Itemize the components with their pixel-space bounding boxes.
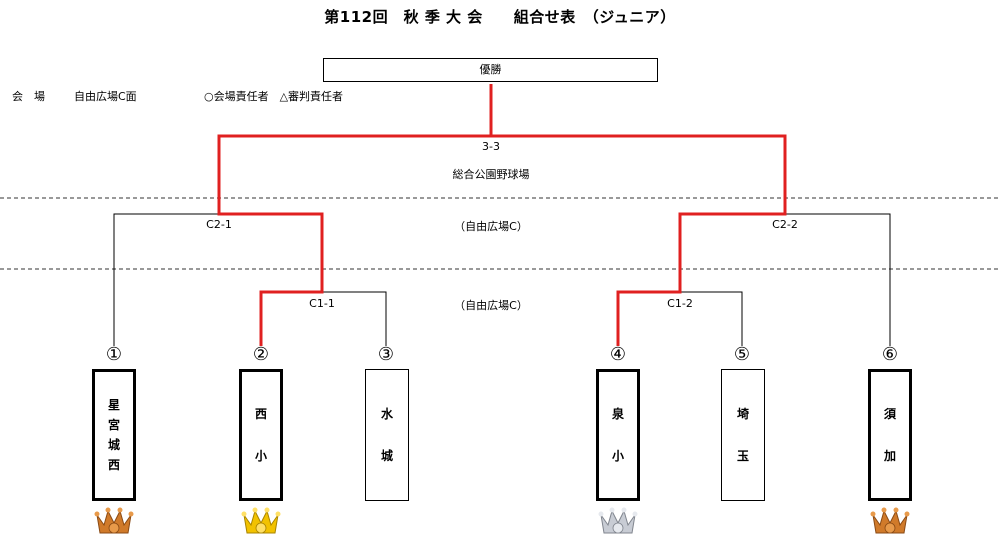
- team-number-6: ⑥: [881, 344, 899, 365]
- team-box-4: 泉 小: [596, 369, 640, 501]
- venue-label: 会 場: [12, 90, 45, 103]
- team-3-char: 城: [380, 449, 393, 463]
- team-5-char: 埼: [736, 407, 749, 421]
- team-4-char: 泉: [611, 407, 624, 421]
- venue-name: 自由広場C面: [74, 90, 137, 103]
- page-title: 第112回 秋 季 大 会 組合せ表 （ジュニア）: [324, 8, 676, 26]
- team-box-6: 須 加: [868, 369, 912, 501]
- team-1-char: 城: [107, 438, 120, 452]
- semi-label-right: C2-2: [772, 218, 798, 231]
- line-team-3: [322, 291, 387, 346]
- team-number-4: ④: [609, 344, 627, 365]
- team-box-1: 星 宮 城 西: [92, 369, 136, 501]
- line-team-6: [785, 213, 891, 346]
- silver-crown-icon: [598, 507, 638, 534]
- team-number-3: ③: [377, 344, 395, 365]
- team-1-char: 宮: [107, 418, 120, 432]
- responsibility-legend: ○会場責任者 △審判責任者: [204, 90, 344, 103]
- final-match-label: 3-3: [482, 140, 500, 153]
- quarter-label-left: C1-1: [309, 297, 335, 310]
- team-box-2: 西 小: [239, 369, 283, 501]
- team-2-char: 小: [254, 449, 267, 463]
- team-4-char: 小: [611, 449, 624, 463]
- team-box-5: 埼 玉: [721, 369, 765, 501]
- team-6-char: 須: [883, 407, 896, 421]
- line-team-1: [113, 213, 219, 346]
- quarter-venue-label: （自由広場C）: [454, 299, 528, 312]
- team-2-char: 西: [254, 407, 267, 421]
- final-venue-label: 総合公園野球場: [452, 168, 530, 181]
- team-number-5: ⑤: [733, 344, 751, 365]
- team-number-2: ②: [252, 344, 270, 365]
- winner-path-left: [217, 84, 493, 346]
- team-box-3: 水 城: [365, 369, 409, 501]
- gold-crown-icon: [241, 507, 281, 534]
- team-1-char: 西: [107, 458, 120, 472]
- quarter-label-right: C1-2: [667, 297, 693, 310]
- winner-path-right: [491, 134, 787, 346]
- team-1-char: 星: [107, 398, 120, 412]
- team-6-char: 加: [883, 449, 896, 463]
- bronze-crown-icon: [94, 507, 134, 534]
- team-number-1: ①: [105, 344, 123, 365]
- bronze-crown-icon: [870, 507, 910, 534]
- line-team-5: [680, 291, 743, 346]
- team-5-char: 玉: [736, 449, 749, 463]
- team-3-char: 水: [380, 407, 393, 421]
- semi-label-left: C2-1: [206, 218, 232, 231]
- semi-venue-label: （自由広場C）: [454, 220, 528, 233]
- champion-box: 優勝: [323, 58, 658, 82]
